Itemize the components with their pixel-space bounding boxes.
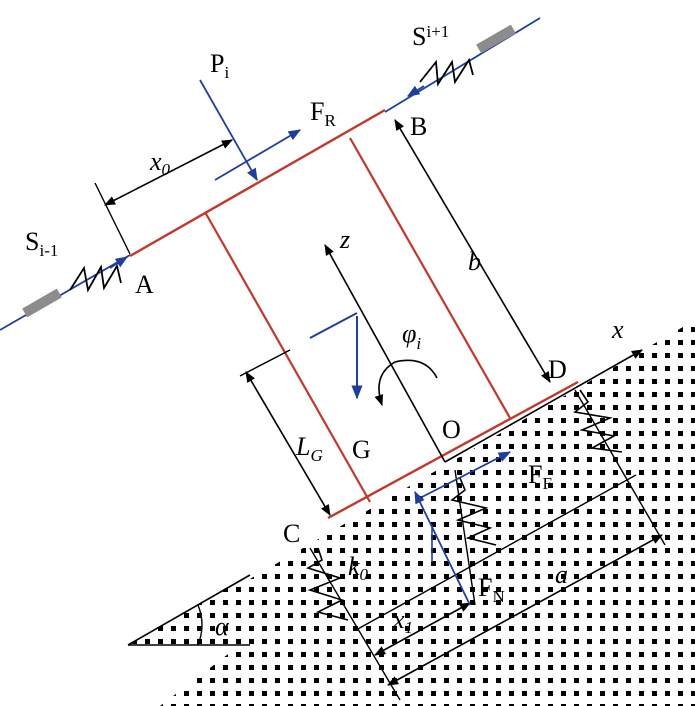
label-fr: FR [310, 97, 336, 130]
force-fn [414, 490, 471, 606]
label-d: D [548, 355, 567, 384]
label-b-dim: b [468, 247, 481, 276]
spring-end-left [22, 288, 62, 318]
spring-right-zigzag [419, 57, 474, 87]
label-z: z [339, 225, 350, 254]
rod-right [384, 17, 541, 113]
top-edge [129, 108, 386, 258]
left-leg-1 [204, 211, 371, 503]
x0-dimension [104, 139, 233, 206]
ground-spring-right [573, 389, 623, 453]
b-dimension [394, 119, 551, 383]
alpha-incline [127, 574, 251, 646]
force-fr [214, 129, 302, 181]
ground-spring-mid [450, 477, 497, 546]
label-x1: x1 [392, 605, 413, 637]
spring-end-right [476, 24, 516, 54]
a-dimension [387, 534, 663, 686]
force-ff [419, 451, 512, 499]
label-s-next: Si+1 [412, 22, 449, 51]
label-a: A [135, 270, 154, 299]
label-c: C [283, 519, 300, 548]
phi-arc [374, 359, 438, 407]
label-phi: φi [402, 319, 421, 353]
label-x0: x0 [149, 147, 171, 179]
label-s-prev: Si-1 [25, 227, 58, 260]
z-axis [324, 244, 446, 463]
ground-region [145, 320, 695, 706]
rod-left [0, 254, 131, 331]
x1-dimension [374, 602, 471, 656]
label-fn: FN [478, 573, 505, 606]
label-ff: FF [528, 460, 552, 493]
alpha-arc [197, 604, 203, 646]
label-p: Pi [210, 49, 229, 82]
bottom-edge [327, 380, 579, 520]
lg-dimension [245, 371, 331, 516]
x-axis [444, 349, 643, 463]
label-a-dim: a [555, 560, 568, 589]
force-p [199, 79, 258, 182]
label-b: B [410, 112, 427, 141]
label-alpha: α [215, 612, 230, 641]
label-x: x [611, 315, 624, 344]
spring-left-zigzag [69, 263, 122, 293]
label-k0: k0 [348, 552, 369, 584]
a-upper-guide [355, 474, 637, 631]
label-g: G [352, 435, 371, 464]
label-lg: LG [295, 432, 323, 465]
label-o: O [442, 415, 461, 444]
ground-spring-k0 [306, 547, 349, 621]
